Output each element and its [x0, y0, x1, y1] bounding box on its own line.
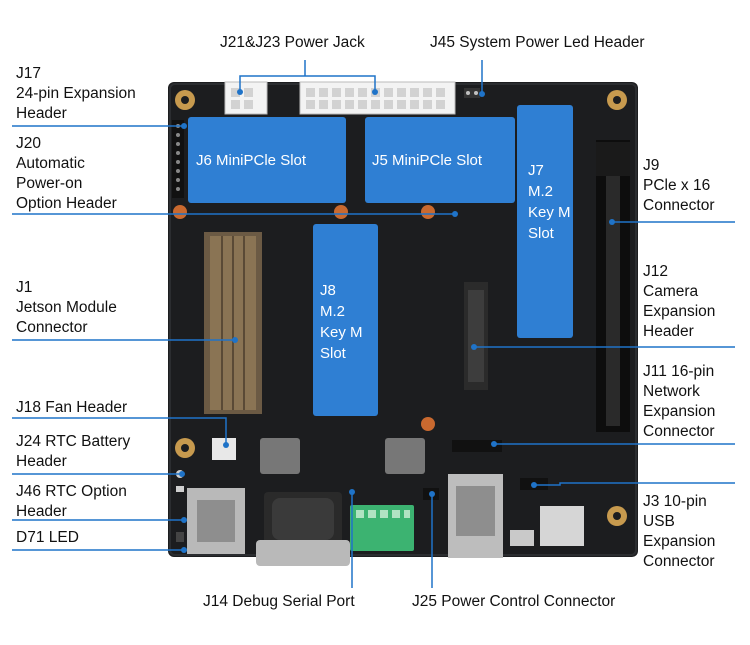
label-j1: J1 Jetson Module Connector: [16, 279, 117, 336]
fan-header-j18: [212, 438, 236, 460]
power-jack-j23: [299, 81, 456, 115]
inductor-2: [385, 438, 425, 474]
slot-label-j7: J7 M.2 Key M Slot: [528, 162, 571, 242]
label-j14: J14 Debug Serial Port: [203, 593, 355, 610]
callout-j21-j23: [239, 75, 376, 92]
label-j45: J45 System Power Led Header: [430, 34, 645, 51]
m2-slot-j7: [517, 105, 573, 338]
standoff-1: [173, 205, 187, 219]
label-j17: J17 24-pin Expansion Header: [16, 65, 136, 122]
slot-label-j8: J8 M.2 Key M Slot: [320, 282, 363, 362]
power-jack-j21: [224, 81, 268, 115]
label-j20: J20 Automatic Power-on Option Header: [16, 135, 117, 212]
network-header-j11: [452, 440, 502, 452]
minipcie-slot-j6: [188, 117, 346, 203]
standoff-4: [421, 417, 435, 431]
label-j24: J24 RTC Battery Header: [16, 433, 131, 470]
slot-label-j6: J6 MiniPCle Slot: [196, 152, 307, 169]
led-header-j45: [464, 88, 480, 98]
callout-j3: [534, 482, 735, 486]
label-j46: J46 RTC Option Header: [16, 483, 127, 520]
sd-card-slot: [540, 506, 584, 546]
m2-slot-j8: [313, 224, 378, 416]
callout-lines: [12, 60, 735, 588]
label-j11: J11 16-pin Network Expansion Connector: [643, 363, 716, 440]
label-j12: J12 Camera Expansion Header: [643, 263, 716, 340]
standoff-2: [334, 205, 348, 219]
expansion-header-j17: [172, 120, 184, 198]
d71-led: [176, 532, 184, 542]
label-j21-j23: J21&J23 Power Jack: [220, 34, 365, 51]
standoff-3: [421, 205, 435, 219]
slot-label-j5: J5 MiniPCle Slot: [372, 152, 483, 169]
rtc-option-j46: [176, 486, 184, 492]
micro-usb-port: [510, 530, 534, 546]
label-j9: J9 PCle x 16 Connector: [643, 157, 715, 214]
minipcie-slot-j5: [365, 117, 515, 203]
label-j18: J18 Fan Header: [16, 399, 128, 416]
inductor-1: [260, 438, 300, 474]
callout-j18: [12, 417, 227, 445]
label-d71: D71 LED: [16, 529, 79, 546]
label-j3: J3 10-pin USB Expansion Connector: [643, 493, 716, 570]
label-j25: J25 Power Control Connector: [412, 593, 616, 610]
